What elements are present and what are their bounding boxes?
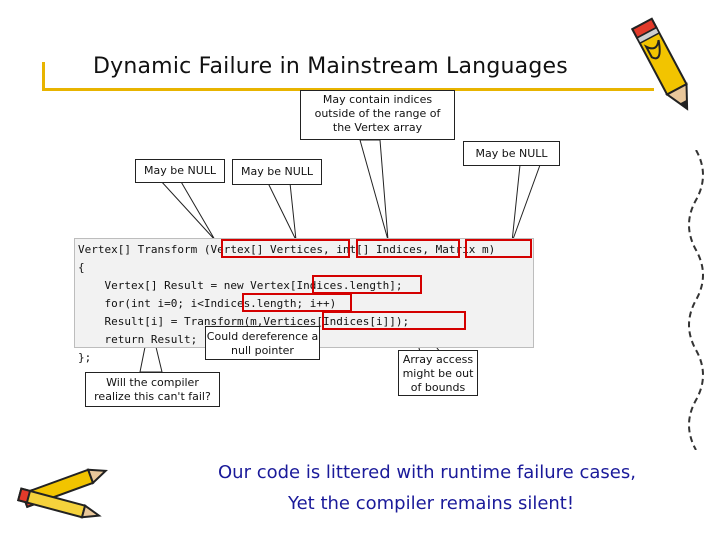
pencil-icon [630, 17, 689, 111]
callout-line: May contain indices [301, 93, 454, 107]
callout-null-left: May be NULL [135, 159, 225, 183]
callout-line: null pointer [206, 344, 319, 358]
footer-line-1: Our code is littered with runtime failur… [218, 462, 636, 483]
callout-line: Array access [399, 353, 477, 367]
code-line: }; [78, 351, 92, 364]
code-line: { [78, 261, 85, 274]
callout-array-access: Array access might be out of bounds [398, 350, 478, 396]
title-rule [42, 88, 654, 91]
callout-dereference: Could dereference a null pointer [205, 326, 320, 360]
footer-line-2: Yet the compiler remains silent! [288, 493, 575, 514]
highlight-indices-param [356, 239, 460, 258]
callout-line: the Vertex array [301, 121, 454, 135]
squiggle-icon [688, 150, 704, 450]
highlight-matrix-param [465, 239, 532, 258]
callout-line: might be out [399, 367, 477, 381]
highlight-loop-bound [242, 293, 352, 312]
callout-indices-range: May contain indices outside of the range… [300, 90, 455, 140]
pencil-icon [17, 468, 108, 519]
callout-line: of bounds [399, 381, 477, 395]
code-listing: Vertex[] Transform (Vertex[] Vertices, i… [78, 241, 495, 367]
callout-line: outside of the range of [301, 107, 454, 121]
slide-title: Dynamic Failure in Mainstream Languages [93, 54, 568, 79]
callout-compiler: Will the compiler realize this can't fai… [85, 372, 220, 407]
callout-null-mid: May be NULL [232, 159, 322, 185]
callout-line: Could dereference a [206, 330, 319, 344]
title-rule-vertical [42, 62, 45, 91]
code-line: return Result; [78, 333, 198, 346]
highlight-result-alloc [312, 275, 422, 294]
highlight-array-access [322, 311, 466, 330]
code-line: Result[i] = Transform(m,Vertices[Indices… [78, 315, 410, 328]
code-line: Vertex[] Result = new Vertex[Indices.len… [78, 279, 403, 292]
callout-null-right: May be NULL [463, 141, 560, 166]
callout-line: Will the compiler [86, 376, 219, 390]
highlight-vertices-param [221, 239, 350, 258]
code-line: for(int i=0; i<Indices.length; i++) [78, 297, 337, 310]
callout-line: realize this can't fail? [86, 390, 219, 404]
